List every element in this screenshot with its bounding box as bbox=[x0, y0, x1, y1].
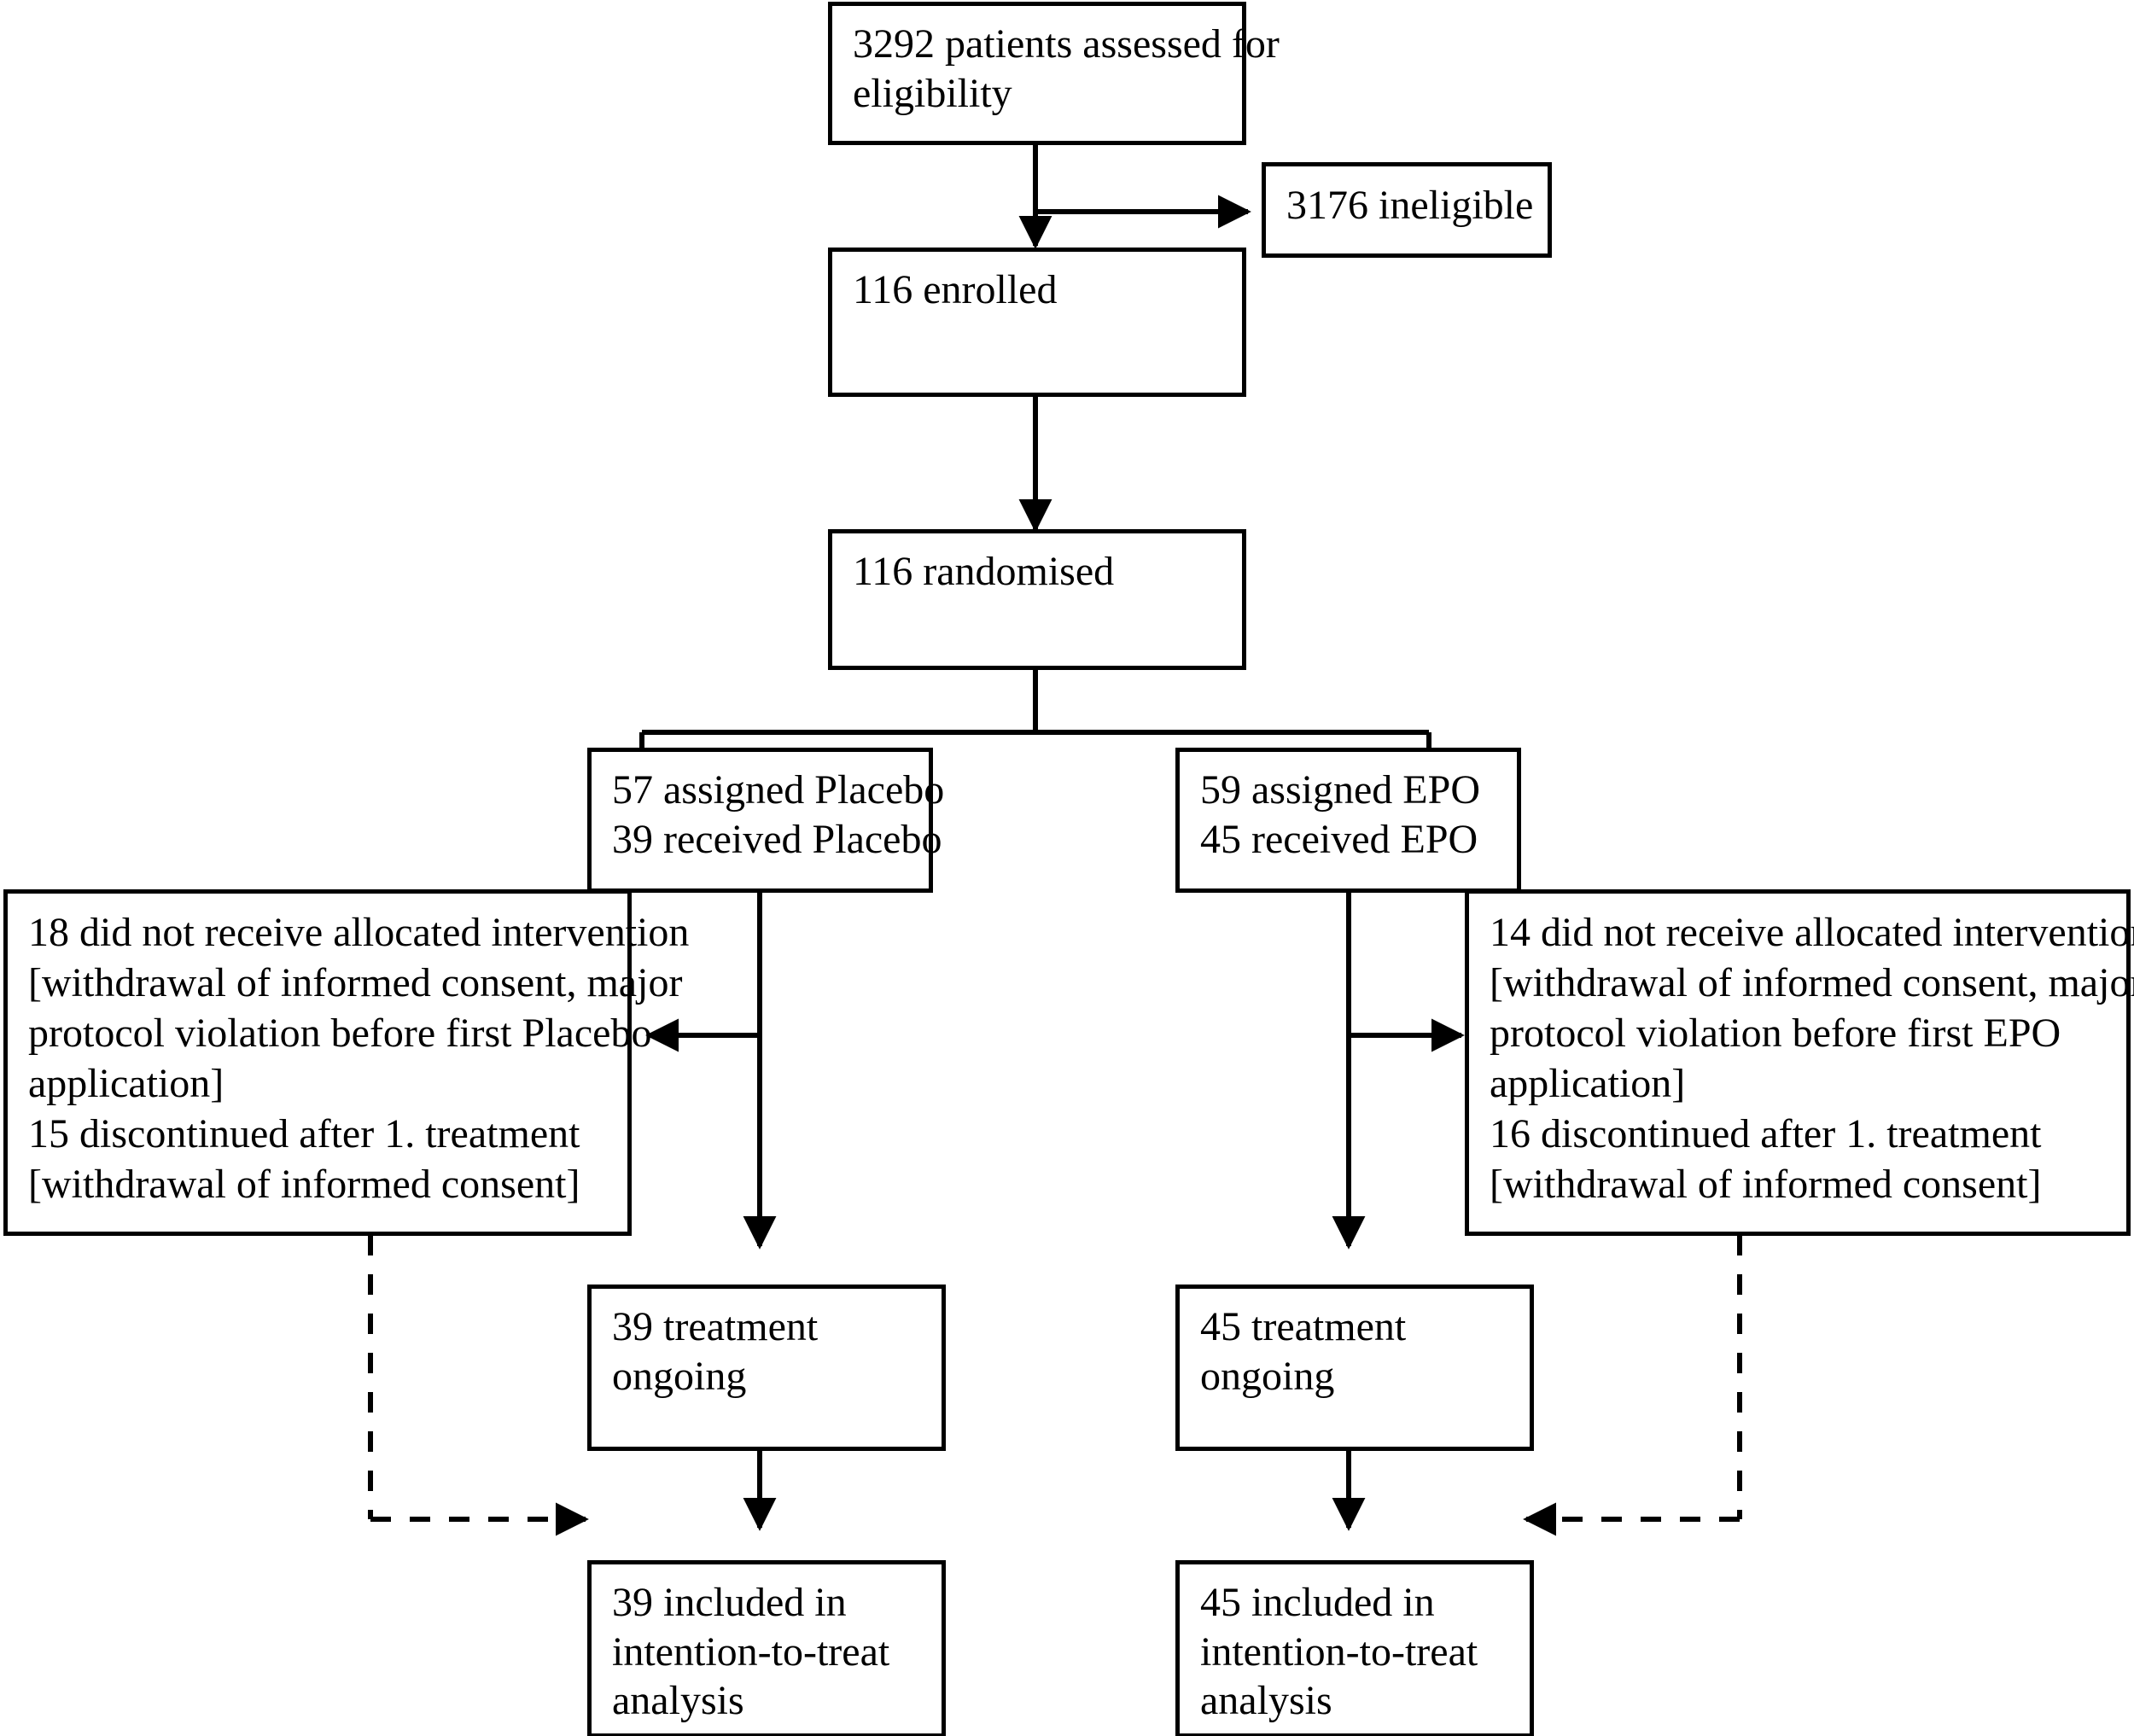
analysis-placebo-line-4: 24 included in bbox=[612, 1726, 924, 1736]
excluded-placebo-line-4: application] bbox=[28, 1061, 224, 1107]
analysis-epo-line-1: 45 included in bbox=[1200, 1580, 1435, 1625]
node-excluded-epo: 14 did not receive allocated interventio… bbox=[1465, 889, 2134, 1236]
assessed-line-1: 3292 patients assessed for bbox=[853, 21, 1280, 67]
excluded-placebo-line-2: [withdrawal of informed consent, major bbox=[28, 960, 683, 1006]
node-ongoing-epo: 45 treatment ongoing bbox=[1175, 1285, 1534, 1451]
node-excluded-placebo: 18 did not receive allocated interventio… bbox=[3, 889, 690, 1236]
excluded-placebo-line-1: 18 did not receive allocated interventio… bbox=[28, 910, 690, 955]
excluded-placebo-line-3: protocol violation before first Placebo bbox=[28, 1011, 652, 1057]
node-analysis-placebo: 39 included in intention-to-treat analys… bbox=[587, 1560, 946, 1736]
node-analysis-epo: 45 included in intention-to-treat analys… bbox=[1175, 1560, 1534, 1736]
node-randomised: 116 randomised bbox=[828, 529, 1246, 670]
analysis-placebo-line-2: intention-to-treat bbox=[612, 1628, 890, 1675]
ongoing-placebo-line-2: ongoing bbox=[612, 1353, 747, 1399]
node-assigned-epo: 59 assigned EPO 45 received EPO bbox=[1175, 748, 1521, 893]
excluded-epo-line-1: 14 did not receive allocated interventio… bbox=[1490, 910, 2134, 955]
excluded-epo-line-5: 16 discontinued after 1. treatment bbox=[1490, 1111, 2042, 1157]
excluded-placebo-line-6: [withdrawal of informed consent] bbox=[28, 1162, 580, 1208]
assigned-placebo-line-2: 39 received Placebo bbox=[612, 816, 942, 862]
node-ineligible: 3176 ineligible bbox=[1262, 162, 1552, 258]
analysis-epo-line-3: analysis bbox=[1200, 1678, 1332, 1724]
excluded-epo-line-6: [withdrawal of informed consent] bbox=[1490, 1162, 2042, 1208]
ineligible-line-1: 3176 ineligible bbox=[1286, 183, 1534, 229]
assigned-placebo-line-1: 57 assigned Placebo bbox=[612, 767, 945, 813]
analysis-epo-line-4: 29 included in bbox=[1200, 1726, 1513, 1736]
node-enrolled: 116 enrolled bbox=[828, 248, 1246, 397]
analysis-placebo-line-3: analysis bbox=[612, 1678, 744, 1724]
node-ongoing-placebo: 39 treatment ongoing bbox=[587, 1285, 946, 1451]
ongoing-placebo-line-1: 39 treatment bbox=[612, 1304, 819, 1349]
node-assessed-for-eligibility: 3292 patients assessed for eligibility bbox=[828, 2, 1280, 145]
randomised-line-1: 116 randomised bbox=[853, 549, 1115, 594]
excluded-placebo-line-5: 15 discontinued after 1. treatment bbox=[28, 1111, 580, 1157]
analysis-epo-line-2: intention-to-treat bbox=[1200, 1628, 1478, 1675]
excluded-epo-line-2: [withdrawal of informed consent, major bbox=[1490, 960, 2134, 1006]
ongoing-epo-line-2: ongoing bbox=[1200, 1353, 1335, 1399]
analysis-placebo-line-1: 39 included in bbox=[612, 1580, 847, 1625]
assigned-epo-line-2: 45 received EPO bbox=[1200, 816, 1478, 862]
node-assigned-placebo: 57 assigned Placebo 39 received Placebo bbox=[587, 748, 945, 893]
assigned-epo-line-1: 59 assigned EPO bbox=[1200, 767, 1480, 813]
excluded-epo-line-4: application] bbox=[1490, 1061, 1686, 1107]
enrolled-line-1: 116 enrolled bbox=[853, 267, 1058, 312]
assessed-line-2: eligibility bbox=[853, 70, 1012, 116]
excluded-epo-line-3: protocol violation before first EPO bbox=[1490, 1011, 2061, 1057]
ongoing-epo-line-1: 45 treatment bbox=[1200, 1304, 1407, 1349]
